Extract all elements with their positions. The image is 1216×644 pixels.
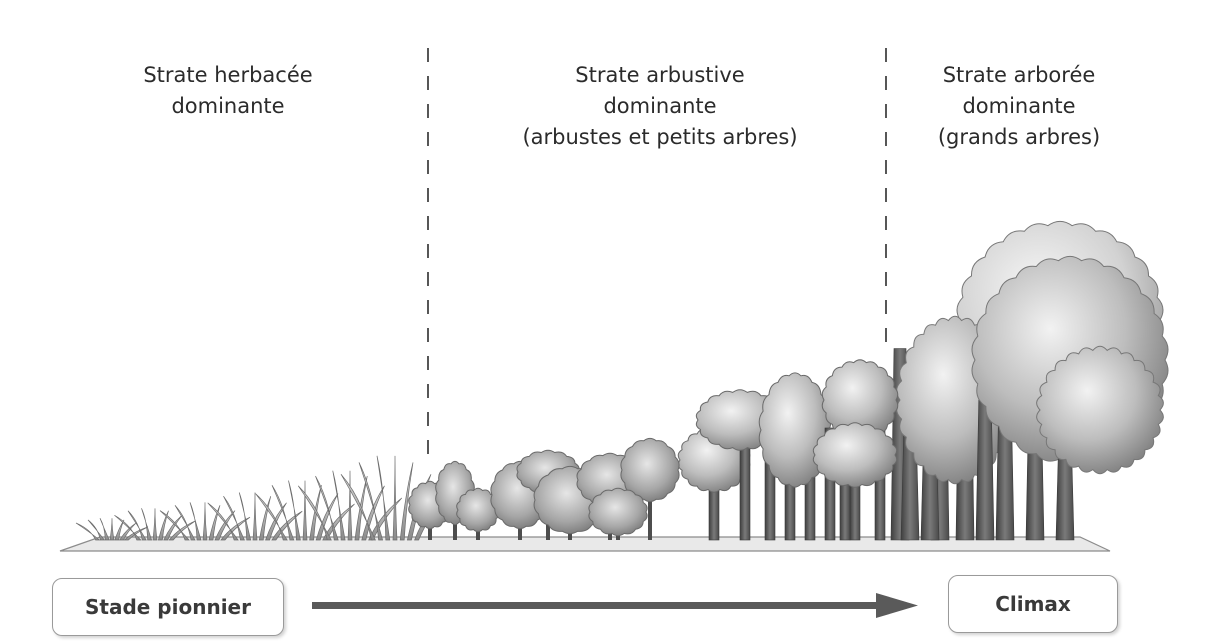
large-trees: [890, 220, 1169, 541]
shrubs: [408, 437, 680, 540]
small-tree: [758, 372, 832, 541]
stage-climax-label: Climax: [995, 592, 1071, 616]
zone-label-tree: Strate arborée dominante (grands arbres): [905, 60, 1133, 153]
zone-label-shrub: Strate arbustive dominante (arbustes et …: [500, 60, 820, 153]
zone-label-line: dominante: [171, 94, 285, 118]
zone-label-herbaceous: Strate herbacée dominante: [100, 60, 356, 122]
zone-label-line: Strate arbustive: [575, 63, 745, 87]
small-tree: [812, 422, 898, 541]
zone-label-line: dominante: [603, 94, 717, 118]
stage-pioneer-box: Stade pionnier: [52, 578, 284, 636]
shrub: [588, 487, 648, 540]
stage-pioneer-label: Stade pionnier: [85, 595, 251, 619]
zone-label-line: Strate arborée: [942, 63, 1096, 87]
ground-strip: [59, 536, 1111, 552]
shrub: [620, 437, 680, 540]
zone-label-line: (arbustes et petits arbres): [522, 125, 798, 149]
small-trees: [677, 359, 899, 541]
succession-arrow: [312, 593, 918, 618]
stage-climax-box: Climax: [948, 575, 1118, 633]
zone-label-line: (grands arbres): [937, 125, 1101, 149]
large-tree: [1036, 345, 1164, 541]
grass-tuft: [159, 502, 251, 541]
shrub: [456, 487, 500, 540]
grass-tuft: [114, 508, 196, 541]
grass-tuft: [297, 470, 403, 541]
zone-label-line: dominante: [962, 94, 1076, 118]
zone-label-line: Strate herbacée: [143, 63, 313, 87]
herbaceous-plants: [75, 455, 450, 541]
